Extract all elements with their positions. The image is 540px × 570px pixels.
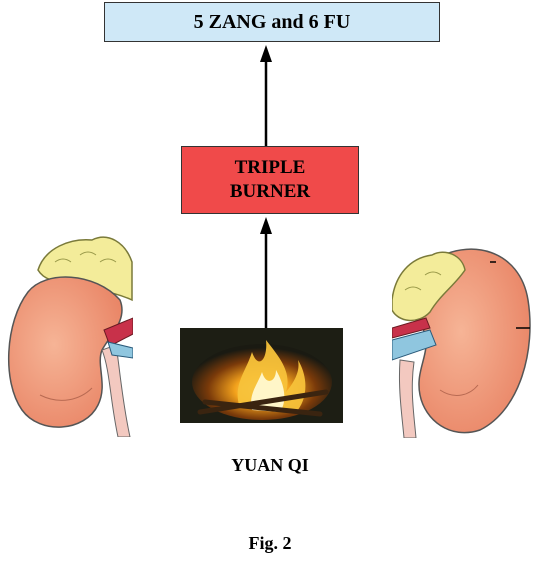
fire-image xyxy=(180,328,343,423)
yuan-qi-label: YUAN QI xyxy=(231,455,309,475)
right-kidney-illustration xyxy=(392,248,531,438)
triple-burner-box: TRIPLE BURNER xyxy=(181,146,359,214)
zang-fu-label: 5 ZANG and 6 FU xyxy=(193,10,351,33)
triple-burner-label-line1: TRIPLE xyxy=(234,157,306,178)
arrow-fire-to-triple-burner xyxy=(260,217,272,328)
zang-fu-box: 5 ZANG and 6 FU xyxy=(104,2,440,42)
arrow-triple-burner-to-zang-fu xyxy=(260,45,272,146)
triple-burner-label-line2: BURNER xyxy=(229,181,311,202)
left-kidney-illustration xyxy=(8,236,133,437)
figure-caption: Fig. 2 xyxy=(248,533,292,553)
